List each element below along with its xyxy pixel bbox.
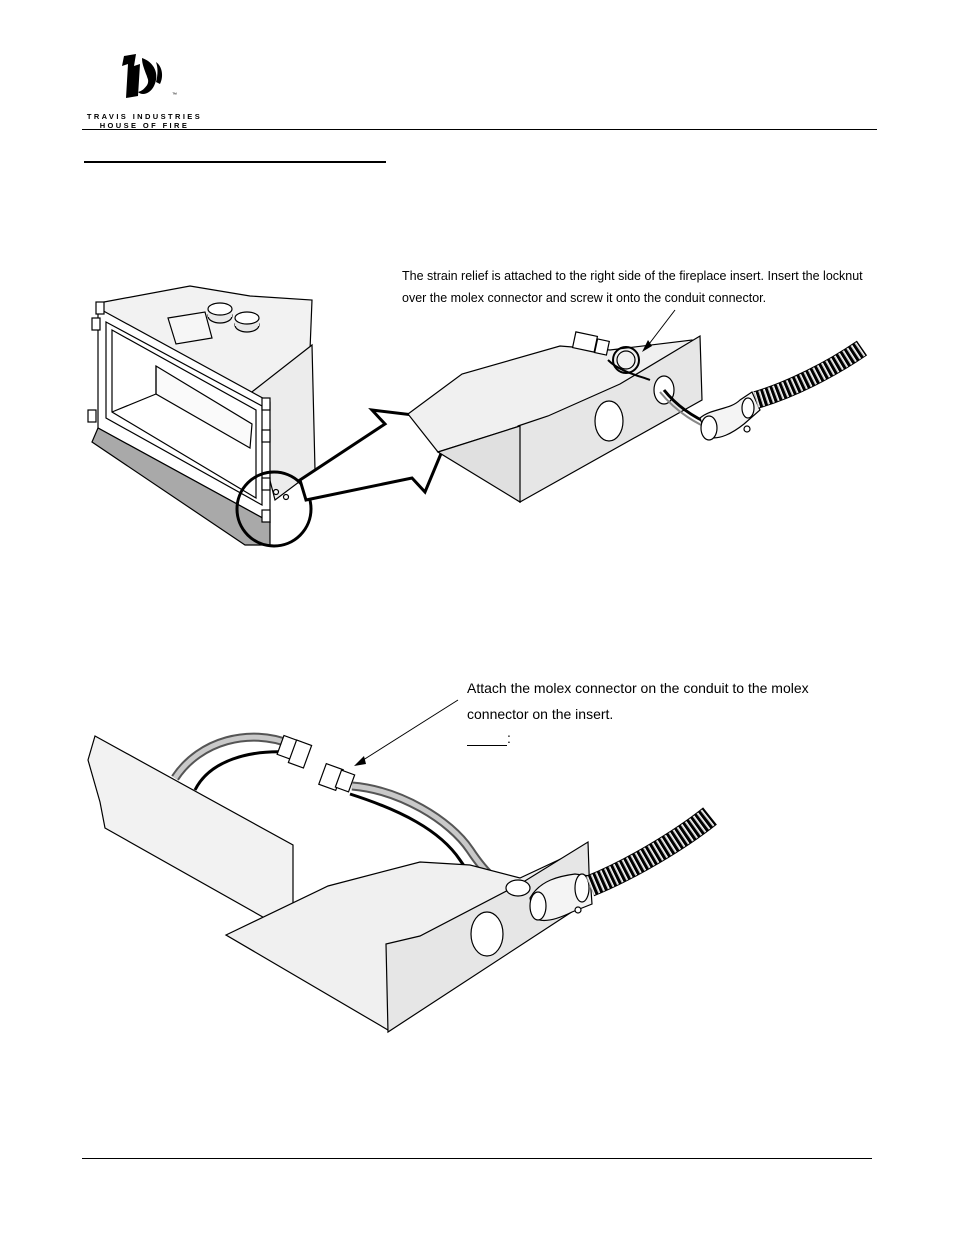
molex-connection-illustration (87, 699, 717, 1034)
insert-side-panel-drawing (407, 334, 703, 504)
trademark-symbol: ™ (172, 92, 177, 98)
molex-connector-drawing (571, 331, 651, 381)
magnify-circle (235, 470, 313, 548)
conduit-elbow-drawing (505, 873, 593, 922)
section-heading-underline (84, 161, 386, 163)
leader-line (645, 309, 676, 349)
insert-wall-panel (87, 735, 294, 936)
fireplace-insert-drawing (87, 285, 316, 546)
figure2-caption: Attach the molex connector on the condui… (467, 680, 809, 722)
footer-rule (82, 1158, 872, 1159)
brand-name: TRAVIS INDUSTRIES (86, 112, 203, 121)
header-rule (82, 129, 877, 130)
flame-logo-icon (122, 54, 163, 98)
note-underline (467, 731, 507, 746)
leader-arrowhead (642, 340, 652, 352)
figure1-caption: The strain relief is attached to the rig… (402, 269, 863, 305)
flexible-conduit-drawing (753, 340, 868, 409)
insert-wires (171, 732, 292, 791)
strain-relief-illustration (87, 285, 868, 548)
leader-arrowhead (354, 756, 366, 766)
flexible-conduit-drawing (585, 807, 717, 897)
molex-connectors-drawing (276, 734, 356, 793)
note-colon: : (507, 730, 511, 746)
brand-tagline: HOUSE OF FIRE (99, 121, 190, 130)
company-logo: ™ TRAVIS INDUSTRIES HOUSE OF FIRE (82, 52, 207, 132)
leader-line (359, 699, 459, 763)
conduit-elbow-drawing (699, 391, 761, 441)
note-label: : (467, 730, 511, 746)
